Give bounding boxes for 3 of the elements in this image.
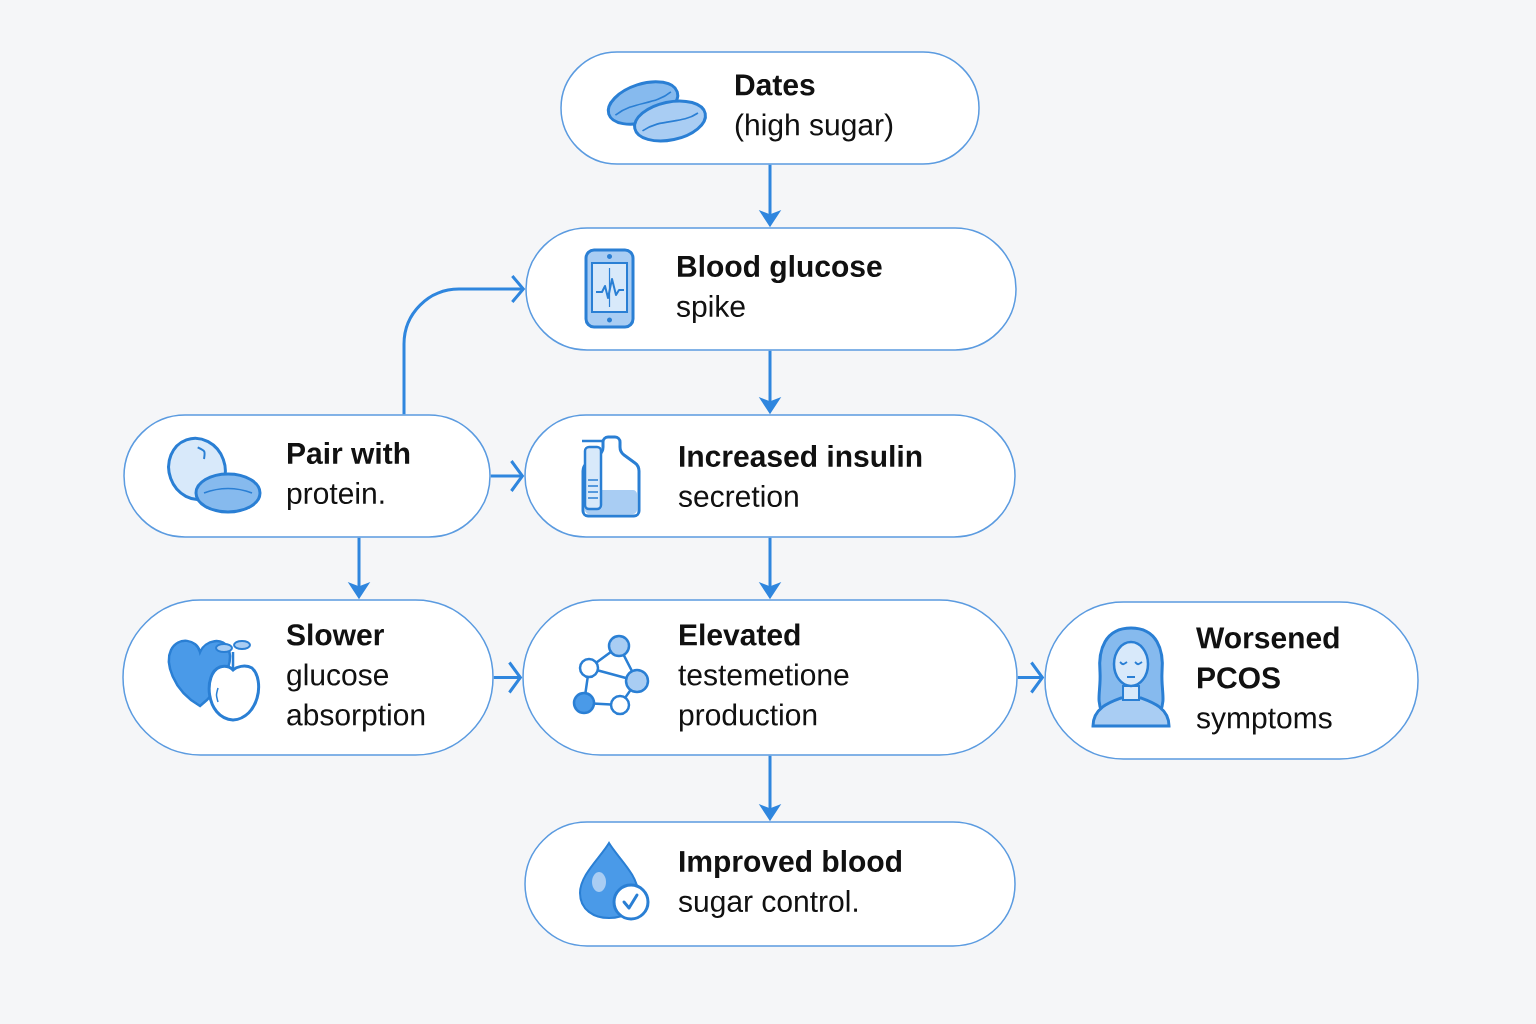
arrow — [402, 275, 526, 415]
process-box: Increased insulin secretion — [524, 414, 1016, 538]
process-box: Elevated testemetione production — [522, 599, 1018, 756]
